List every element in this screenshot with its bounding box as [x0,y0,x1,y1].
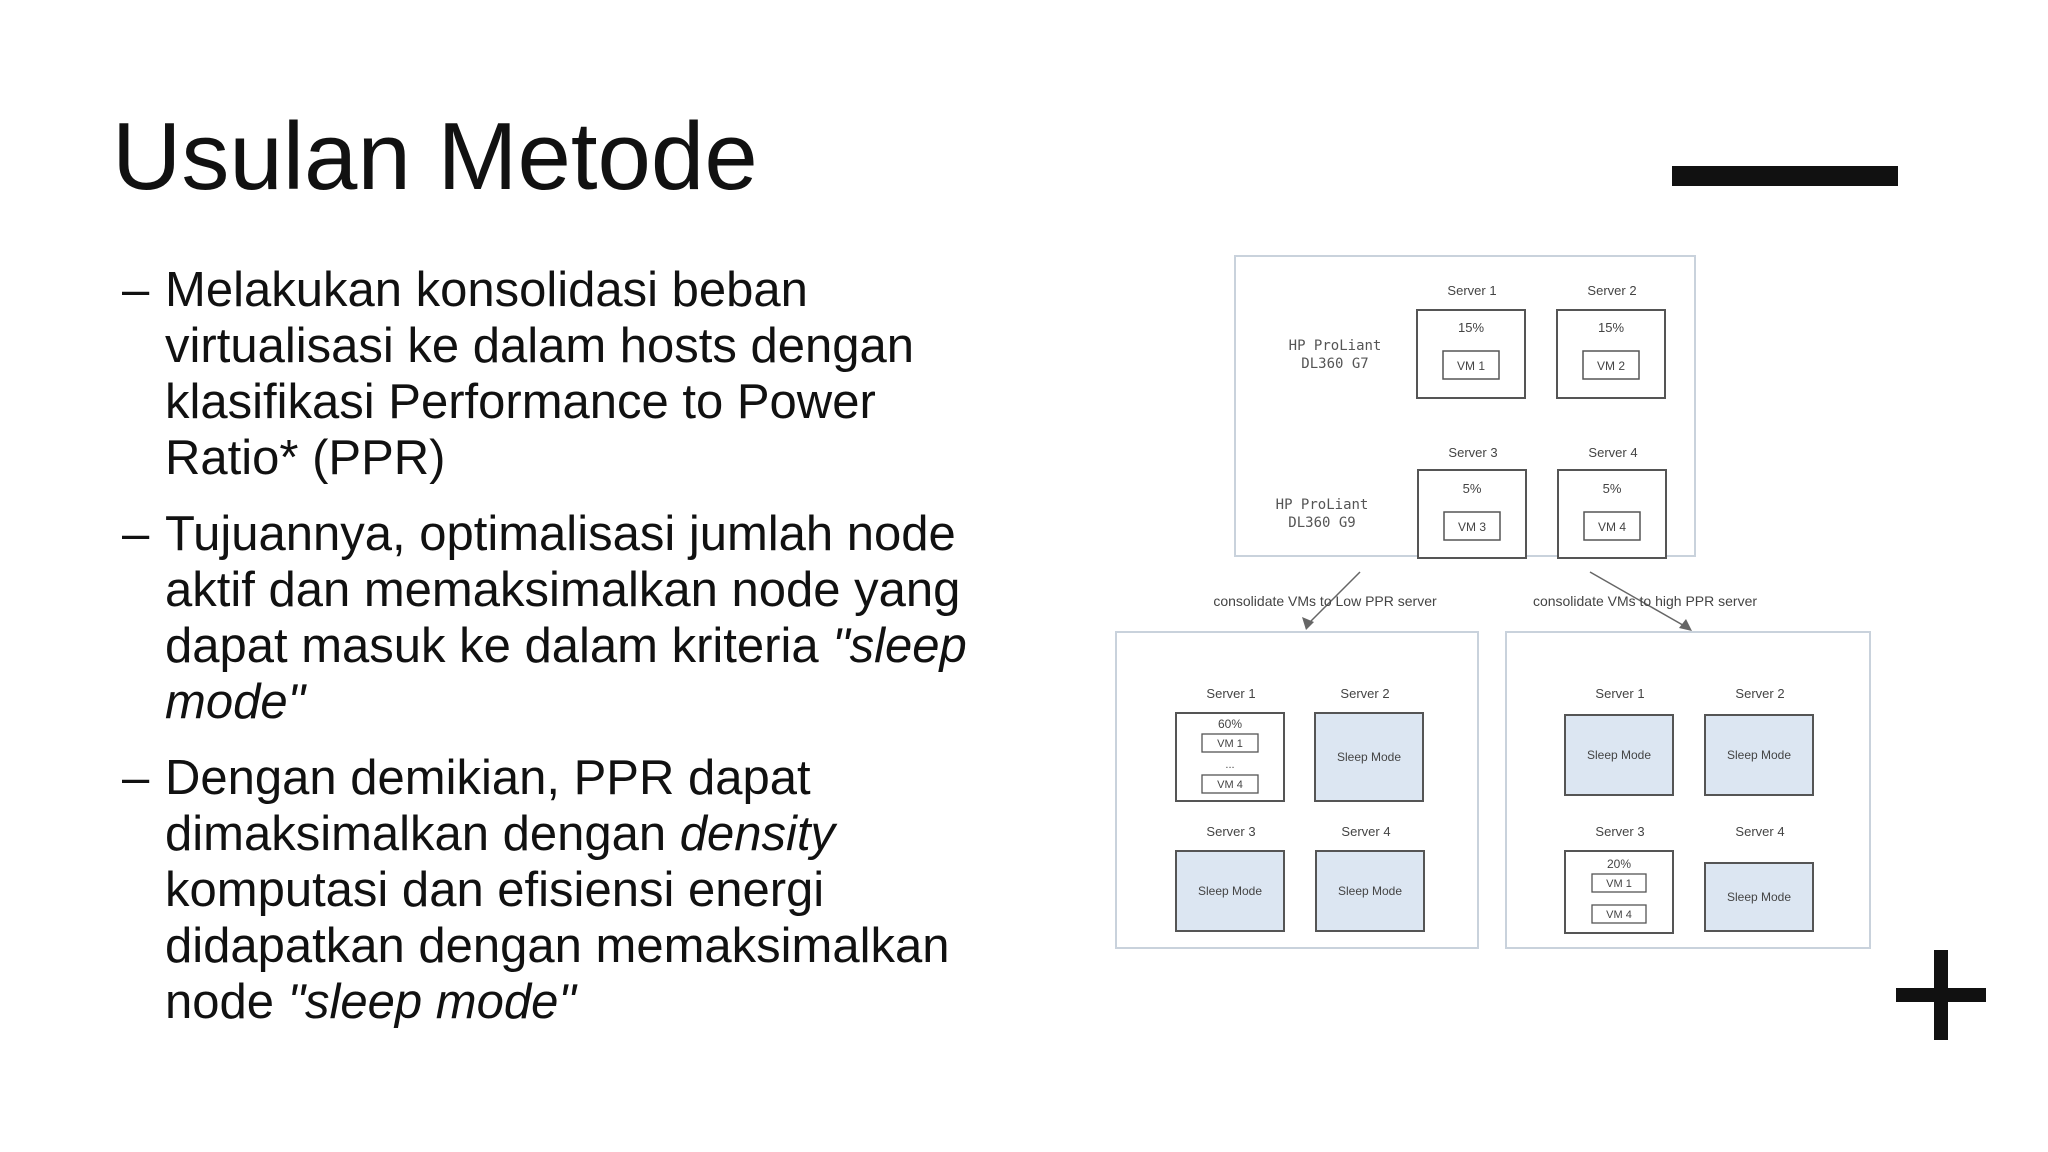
right-server-3-load: 20% [1607,857,1631,871]
bullet-emphasis: density [679,807,836,861]
group-g9-line1: HP ProLiant [1276,497,1369,513]
right-server-1-name: Server 1 [1595,686,1644,701]
bullet-item: –Dengan demikian, PPR dapat dimaksimalka… [122,750,1022,1030]
arrow-right-head [1679,619,1692,631]
bullet-item: –Tujuannya, optimalisasi jumlah node akt… [122,506,1022,730]
left-server-2-state: Sleep Mode [1337,750,1401,764]
top-server-3-load: 5% [1463,481,1482,496]
top-server-4-vm: VM 4 [1598,520,1626,534]
bullet-text: Melakukan konsolidasi beban virtualisasi… [165,263,915,485]
left-server-1-ellipsis: ... [1225,759,1234,771]
right-result-panel [1505,631,1871,949]
minus-decoration-icon [1672,166,1898,186]
left-server-3-state: Sleep Mode [1198,884,1262,898]
group-g7-line2: DL360 G7 [1301,356,1368,372]
left-server-1-vm-bottom: VM 4 [1217,779,1243,791]
left-server-3-name: Server 3 [1206,824,1255,839]
top-server-3-name: Server 3 [1448,445,1497,460]
bullet-text: komputasi dan efisiensi energi didapatka… [165,863,950,1029]
bullet-emphasis: "sleep mode" [165,619,967,729]
left-server-4-state: Sleep Mode [1338,884,1402,898]
right-server-1-box [1564,714,1674,796]
top-server-1-load: 15% [1458,320,1484,335]
right-server-2-state: Sleep Mode [1727,748,1791,762]
left-server-1-vm-top: VM 1 [1217,738,1243,750]
bullet-list: –Melakukan konsolidasi beban virtualisas… [122,262,1022,1050]
right-server-4-name: Server 4 [1735,824,1784,839]
top-server-2-vm: VM 2 [1597,359,1625,373]
arrow-left-label: consolidate VMs to Low PPR server [1213,593,1437,609]
right-server-3-vm-top: VM 1 [1606,878,1632,890]
group-g7-line1: HP ProLiant [1289,338,1382,354]
bullet-text: Tujuannya, optimalisasi jumlah node akti… [165,507,961,673]
left-server-1-load: 60% [1218,717,1242,731]
right-server-4-box [1704,862,1814,932]
bullet-text: Dengan demikian, PPR dapat dimaksimalkan… [165,751,811,861]
bullet-item: –Melakukan konsolidasi beban virtualisas… [122,262,1022,486]
slide-title: Usulan Metode [112,103,758,210]
right-server-3-name: Server 3 [1595,824,1644,839]
bullet-dash: – [122,263,150,317]
top-server-1-vm: VM 1 [1457,359,1485,373]
right-server-3-vm-bottom: VM 4 [1606,909,1632,921]
top-server-2-name: Server 2 [1587,283,1636,298]
right-server-1-state: Sleep Mode [1587,748,1651,762]
right-server-2-box [1704,714,1814,796]
top-server-1-name: Server 1 [1447,283,1496,298]
left-server-3-box [1175,850,1285,932]
left-server-1-name: Server 1 [1206,686,1255,701]
bullet-dash: – [122,507,150,561]
arrow-left-line [1305,571,1361,627]
top-server-2-load: 15% [1598,320,1624,335]
consolidation-diagram: HP ProLiant DL360 G7 HP ProLiant DL360 G… [1110,250,1880,950]
top-server-4-load: 5% [1603,481,1622,496]
top-server-4-name: Server 4 [1588,445,1637,460]
bullet-emphasis: "sleep mode" [287,975,576,1029]
left-server-4-name: Server 4 [1341,824,1390,839]
bullet-dash: – [122,751,150,805]
arrow-right-label: consolidate VMs to high PPR server [1533,593,1757,609]
left-server-2-box [1314,712,1424,802]
left-server-4-box [1315,850,1425,932]
right-server-2-name: Server 2 [1735,686,1784,701]
right-server-4-state: Sleep Mode [1727,890,1791,904]
left-server-2-name: Server 2 [1340,686,1389,701]
group-g9-line2: DL360 G9 [1288,515,1355,531]
arrow-left-head [1302,617,1314,630]
plus-decoration-icon [1896,950,1986,1040]
top-server-3-vm: VM 3 [1458,520,1486,534]
arrow-right-line [1589,571,1689,629]
